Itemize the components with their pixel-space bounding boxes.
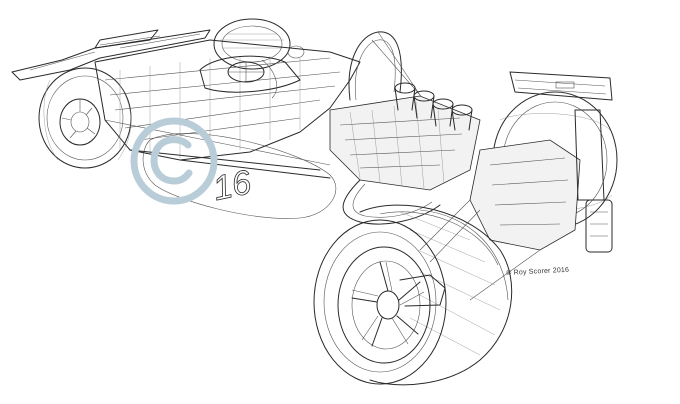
monocoque-body: [94, 39, 361, 179]
front-left-wheel: [38, 67, 132, 169]
rear-wing-label: [555, 81, 575, 89]
wheel-spokes: [351, 261, 425, 347]
gearbox: [419, 109, 613, 301]
engine-block: [329, 82, 481, 191]
front-right-wheel: [213, 18, 305, 70]
copyright-watermark-icon: [130, 117, 218, 205]
chassis-shadow: [142, 133, 337, 219]
number-marking: 16: [210, 163, 255, 208]
intake-trumpets: [394, 82, 473, 131]
front-wing: [11, 29, 211, 81]
exhaust-pipes: [342, 179, 441, 225]
rear-wing: [509, 71, 613, 101]
rear-right-wheel: [313, 204, 513, 386]
cockpit: [199, 55, 301, 99]
